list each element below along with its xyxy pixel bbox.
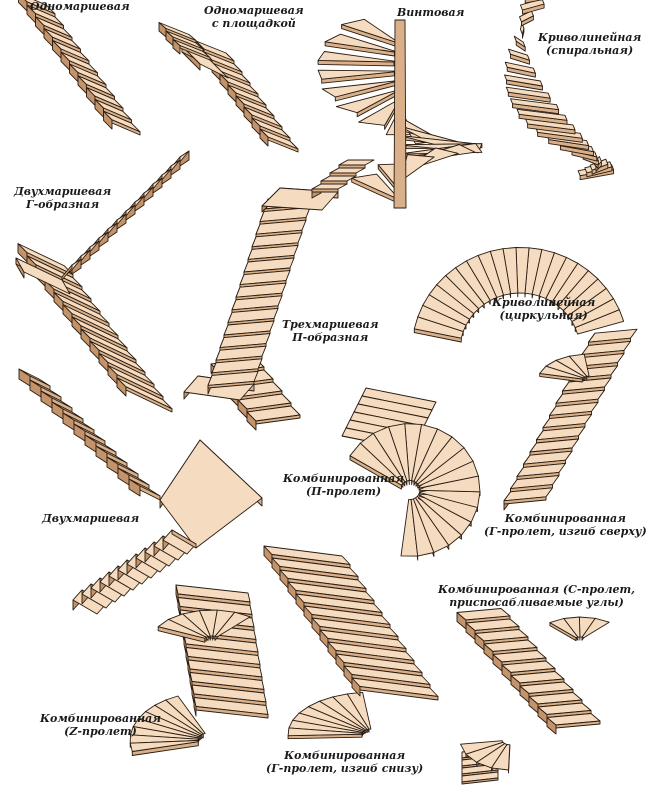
stair-tread: [320, 175, 357, 182]
label-spiral-screw: Винтовая: [397, 6, 464, 19]
label-combined-z-line2: (Z-пролет): [64, 725, 137, 738]
label-three-flight-u-line1: Трехмаршевая: [282, 318, 379, 331]
label-one-flight-text: Одномаршевая: [30, 0, 130, 13]
label-one-flight-landing: Одномаршевая с площадкой: [204, 4, 304, 30]
label-combined-u: Комбинированная (П-пролет): [283, 472, 404, 498]
stair-tread: [287, 727, 363, 737]
label-two-flight-l: Двухмаршевая Г-образная: [14, 185, 111, 211]
stair-column: [393, 19, 407, 209]
label-combined-l-bottom: Комбинированная (Г-пролет, изгиб снизу): [266, 749, 423, 775]
label-curved-spiral-line1: Криволинейная: [538, 31, 642, 44]
stair-side: [18, 0, 28, 12]
curved-spiral-stair: [504, 0, 615, 181]
stair-riser: [267, 136, 299, 153]
stair-riser: [461, 777, 499, 785]
stair-landing: [15, 257, 71, 295]
label-combined-z: Комбинированная (Z-пролет): [40, 712, 161, 738]
stair-riser: [359, 686, 439, 701]
stair-tread: [504, 74, 543, 87]
screw-spiral-stair: [317, 18, 483, 209]
label-combined-z-line1: Комбинированная: [40, 712, 162, 725]
stair-tread: [504, 61, 536, 74]
label-curved-spiral: Криволинейная (спиральная): [538, 31, 641, 57]
label-three-flight-u: Трехмаршевая П-образная: [282, 318, 378, 344]
stair-tread: [311, 183, 348, 190]
stair-riser: [179, 45, 211, 61]
label-combined-c: Комбинированная (С-пролет, приспосаблива…: [438, 583, 635, 609]
label-combined-u-line1: Комбинированная: [283, 472, 405, 485]
two-flight-l-stair: [15, 150, 190, 413]
stair-tread: [349, 442, 404, 486]
stair-riser: [195, 706, 269, 719]
stair-riser: [503, 496, 547, 505]
stair-tread: [549, 618, 579, 639]
combined-l-top-stair: [503, 328, 638, 511]
combined-c-stair: [456, 608, 610, 785]
label-one-flight-landing-line1: Одномаршевая: [204, 4, 304, 17]
label-combined-l-bottom-line2: (Г-пролет, изгиб снизу): [266, 762, 424, 775]
label-combined-c-line1: Комбинированная (С-пролет,: [438, 583, 635, 596]
label-combined-l-top: Комбинированная (Г-пролет, изгиб сверху): [484, 512, 647, 538]
stair-tread: [513, 35, 526, 48]
three-flight-u-stair: [183, 159, 375, 431]
two-flight-stair: [18, 368, 263, 615]
curved-circular-stair: [413, 247, 625, 343]
label-three-flight-u-line2: П-образная: [292, 331, 369, 344]
stair-landing: [159, 439, 263, 549]
combined-z-stair: [129, 584, 269, 756]
stair-tread: [508, 48, 530, 61]
stair-tread: [157, 618, 207, 639]
stair-riser: [139, 485, 161, 501]
stair-tread: [329, 167, 366, 174]
stair-riser: [311, 188, 339, 193]
one-flight-landing-stair: [158, 22, 299, 153]
stair-riser: [171, 529, 197, 549]
label-combined-c-line2: приспосабливаемые углы): [449, 596, 624, 609]
combined-l-bottom-stair: [263, 545, 439, 740]
combined-u-stair: [341, 387, 481, 561]
label-two-flight: Двухмаршевая: [42, 512, 139, 525]
label-combined-u-line2: (П-пролет): [305, 485, 382, 498]
stair-riser: [524, 0, 544, 4]
stair-riser: [61, 264, 73, 281]
label-combined-l-top-line2: (Г-пролет, изгиб сверху): [484, 525, 647, 538]
stair-tread: [510, 98, 560, 111]
label-combined-l-bottom-line1: Комбинированная: [284, 749, 406, 762]
stair-tread: [505, 86, 551, 99]
stair-tread: [413, 316, 464, 339]
stair-riser: [125, 386, 173, 413]
label-two-flight-l-line1: Двухмаршевая: [14, 185, 112, 198]
stair-tread: [129, 740, 199, 752]
label-spiral-screw-text: Винтовая: [397, 6, 465, 19]
label-curved-circular-line1: Криволинейная: [492, 296, 596, 309]
label-one-flight: Одномаршевая: [30, 0, 130, 13]
label-curved-circular-line2: (циркульная): [499, 309, 588, 322]
stair-tread: [491, 744, 511, 771]
stair-tread: [519, 0, 545, 11]
label-one-flight-landing-line2: с площадкой: [211, 17, 296, 30]
label-combined-l-top-line1: Комбинированная: [504, 512, 626, 525]
stair-riser: [555, 720, 601, 729]
label-curved-circular: Криволинейная (циркульная): [492, 296, 595, 322]
stair-riser: [207, 380, 255, 389]
stair-tread: [338, 159, 375, 166]
label-two-flight-text: Двухмаршевая: [42, 512, 140, 525]
stair-riser: [255, 414, 301, 425]
label-two-flight-l-line2: Г-образная: [25, 198, 100, 211]
one-flight-stair: [18, 0, 141, 136]
stair-tread: [516, 108, 568, 121]
label-curved-spiral-line2: (спиральная): [546, 44, 634, 57]
stair-tread: [539, 365, 584, 380]
stair-riser: [111, 119, 141, 136]
stair-tread: [317, 69, 395, 80]
